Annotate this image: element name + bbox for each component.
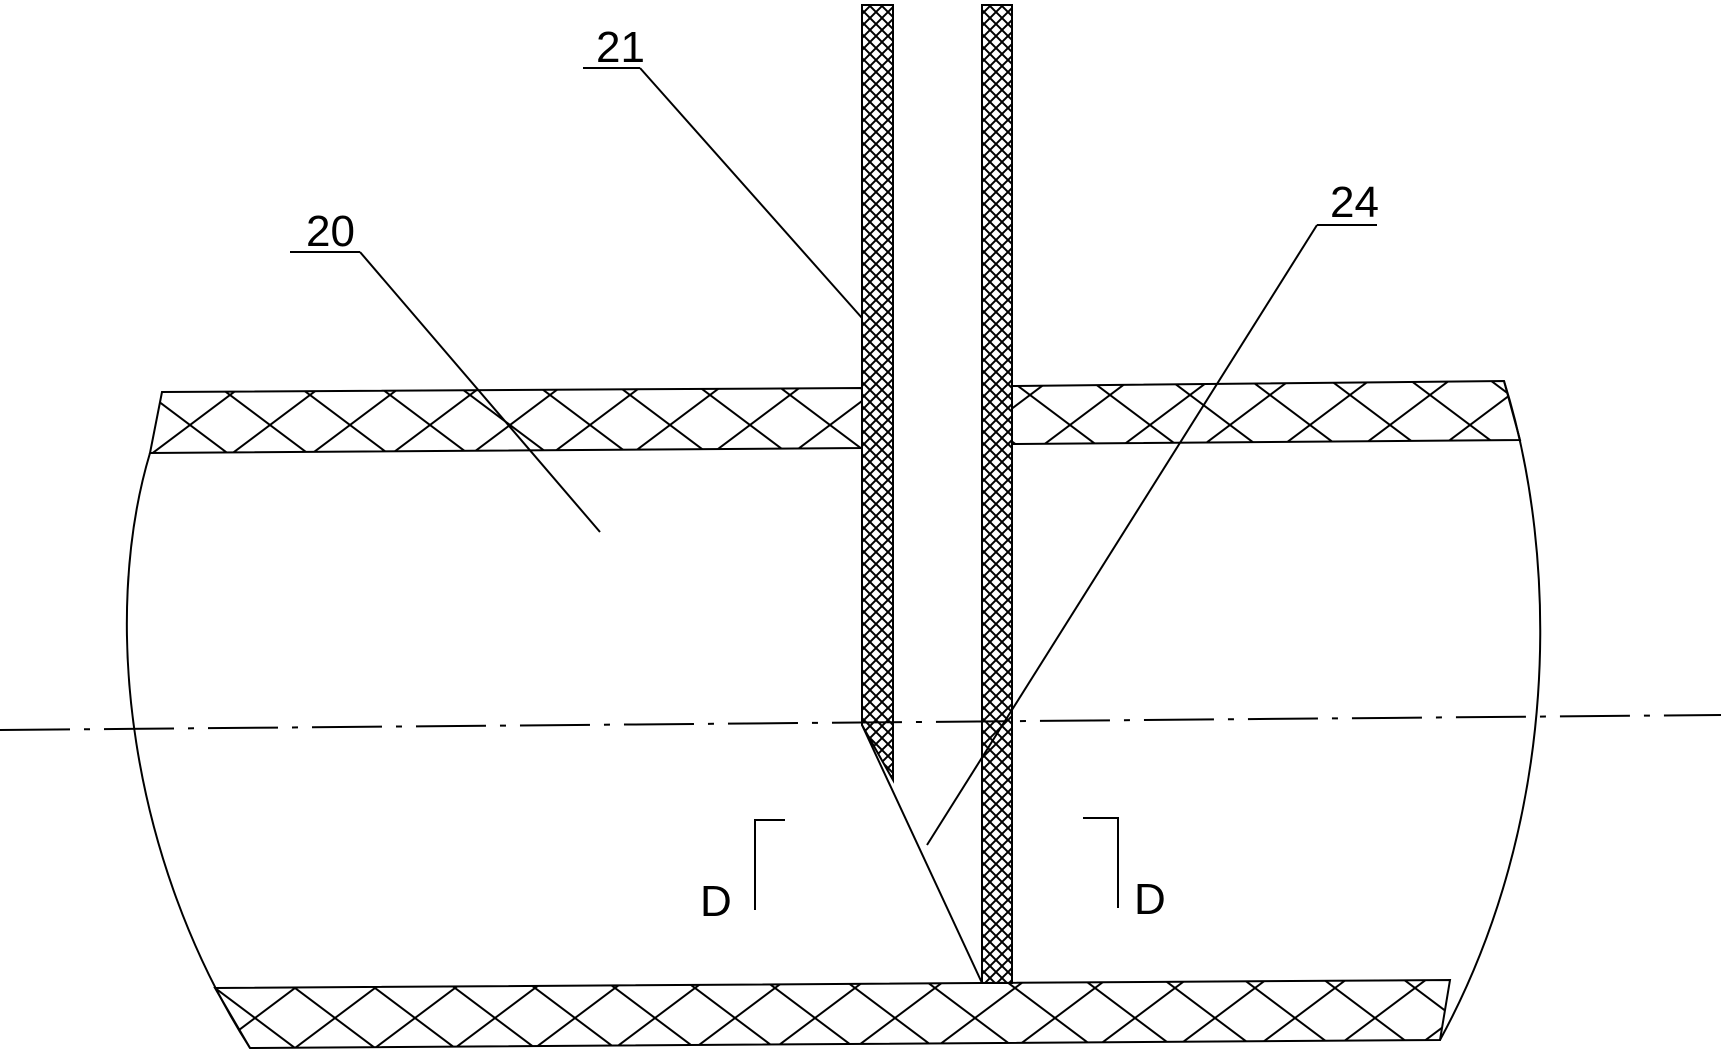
pipe-right-edge [1440,381,1540,1040]
center-line [0,715,1721,730]
label-section-d-right: D [1134,875,1166,924]
label-24: 24 [1330,178,1379,227]
label-section-d-left: D [700,877,732,926]
bottom-wall [215,980,1450,1048]
label-21: 21 [596,23,645,72]
pipe-left-edge [127,453,250,1048]
section-marker-right [1083,818,1118,908]
top-wall-left [150,388,862,453]
tube-right-wall [982,5,1012,983]
bevel-edge [862,725,982,983]
leader-21 [583,68,862,318]
label-20: 20 [306,207,355,256]
top-wall-right [1012,381,1520,444]
section-marker-left [755,820,785,910]
tube-left-wall [862,5,893,780]
